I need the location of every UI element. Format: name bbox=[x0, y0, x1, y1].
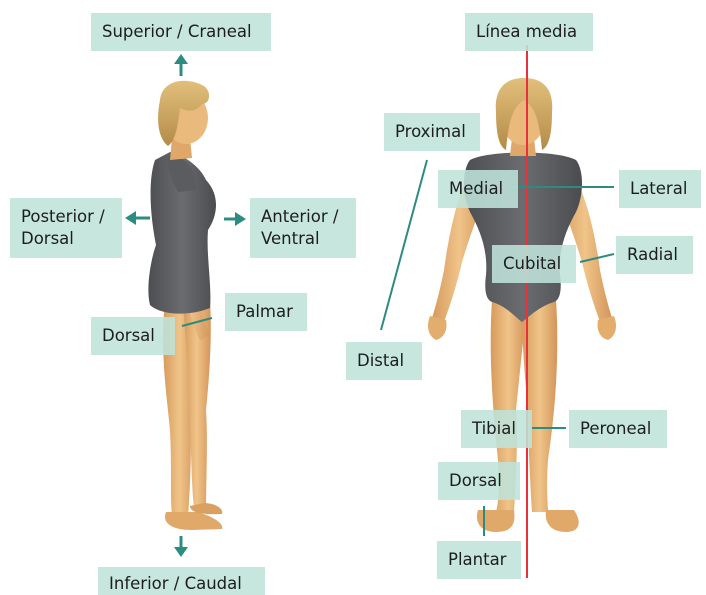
lateral-label: Lateral bbox=[619, 170, 701, 208]
medial-label: Medial bbox=[438, 170, 518, 208]
dorsal-hand-label: Dorsal bbox=[91, 317, 175, 355]
anterior-label: Anterior / Ventral bbox=[250, 198, 356, 258]
tibial-label: Tibial bbox=[461, 410, 532, 448]
distal-label: Distal bbox=[346, 342, 422, 380]
superior-label: Superior / Craneal bbox=[91, 13, 271, 51]
posterior-label-line1: Posterior / bbox=[21, 206, 111, 228]
posterior-label-line2: Dorsal bbox=[21, 228, 111, 250]
palmar-label: Palmar bbox=[225, 293, 307, 331]
anterior-label-line1: Anterior / bbox=[261, 206, 345, 228]
radial-label: Radial bbox=[616, 236, 693, 274]
proximal-label: Proximal bbox=[384, 113, 480, 151]
proximal-distal-line bbox=[381, 160, 427, 330]
peroneal-label: Peroneal bbox=[569, 410, 667, 448]
posterior-label: Posterior / Dorsal bbox=[10, 198, 122, 258]
arrow-left-icon bbox=[125, 211, 150, 225]
plantar-label: Plantar bbox=[437, 541, 521, 579]
linea-media-label: Línea media bbox=[465, 13, 593, 51]
inferior-label: Inferior / Caudal bbox=[98, 567, 265, 595]
arrow-down-icon bbox=[174, 536, 188, 557]
arrow-up-icon bbox=[174, 54, 188, 76]
arrow-right-icon bbox=[224, 212, 246, 226]
cubital-label: Cubital bbox=[492, 245, 576, 283]
dorsal-foot-label: Dorsal bbox=[438, 462, 520, 500]
anterior-label-line2: Ventral bbox=[261, 228, 345, 250]
side-view-figure bbox=[148, 81, 222, 530]
